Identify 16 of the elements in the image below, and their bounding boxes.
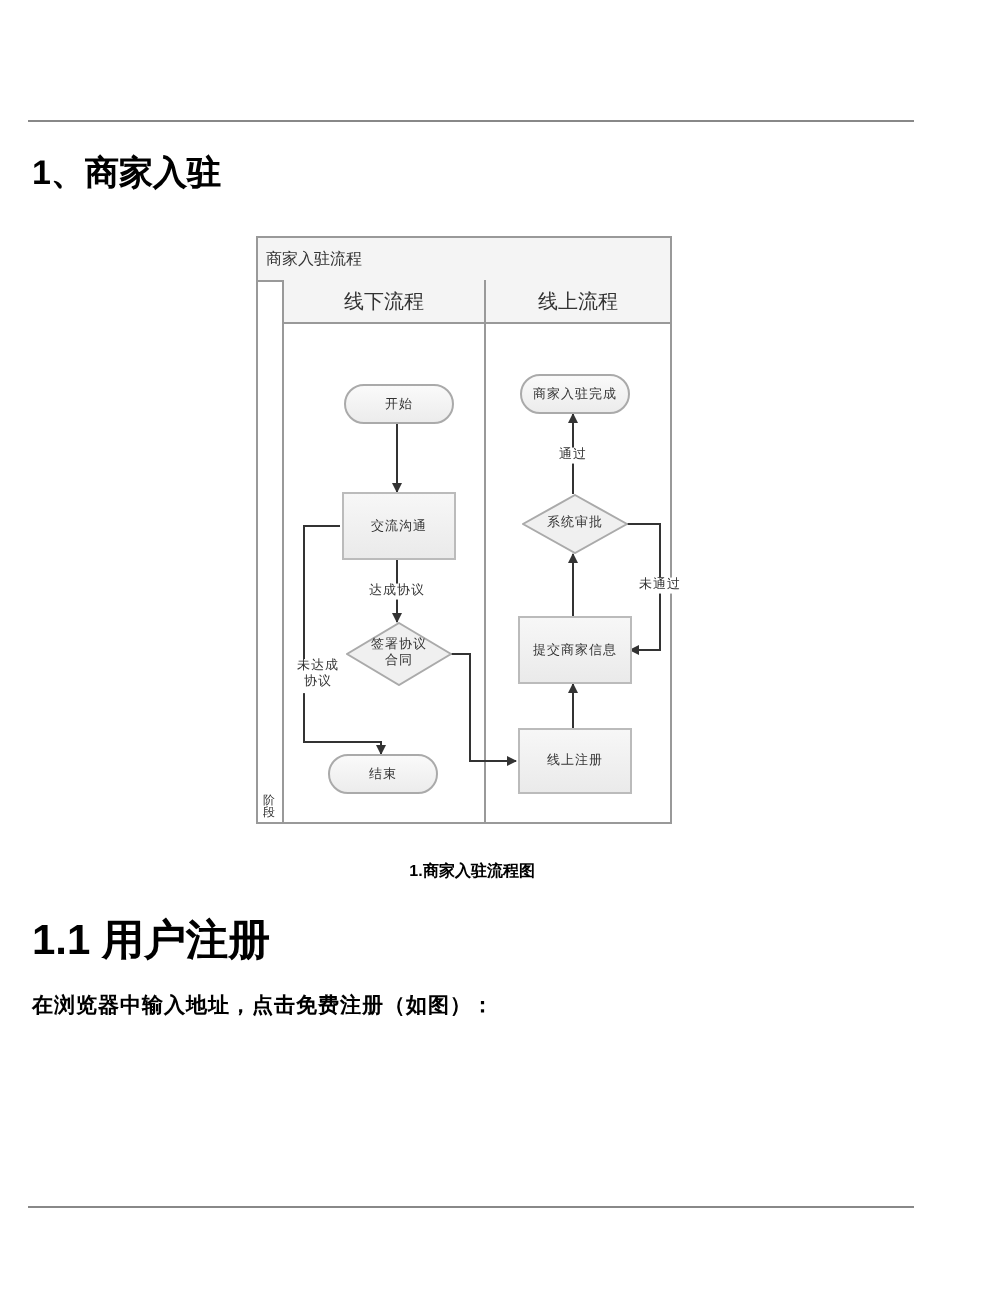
- arrow: [568, 683, 578, 729]
- lane-title: 线下流程: [342, 289, 426, 316]
- swimlane-lane: [484, 280, 670, 822]
- lane-title: 线上流程: [536, 289, 620, 316]
- swimlane-lane: [282, 280, 484, 822]
- pool-title: 商家入驻流程: [266, 248, 362, 270]
- heading: 1、商家入驻: [32, 152, 221, 196]
- arrow: [568, 413, 578, 495]
- arrow: [449, 653, 517, 766]
- arrow: [392, 423, 402, 493]
- section-heading: 1.1 用户注册: [32, 915, 271, 968]
- arrow: [568, 553, 578, 617]
- body-text: 在浏览器中输入地址，点击免费注册（如图）：: [32, 992, 494, 1020]
- arrow: [303, 525, 386, 755]
- arrow: [625, 523, 661, 655]
- figure-caption: 1.商家入驻流程图: [407, 860, 537, 882]
